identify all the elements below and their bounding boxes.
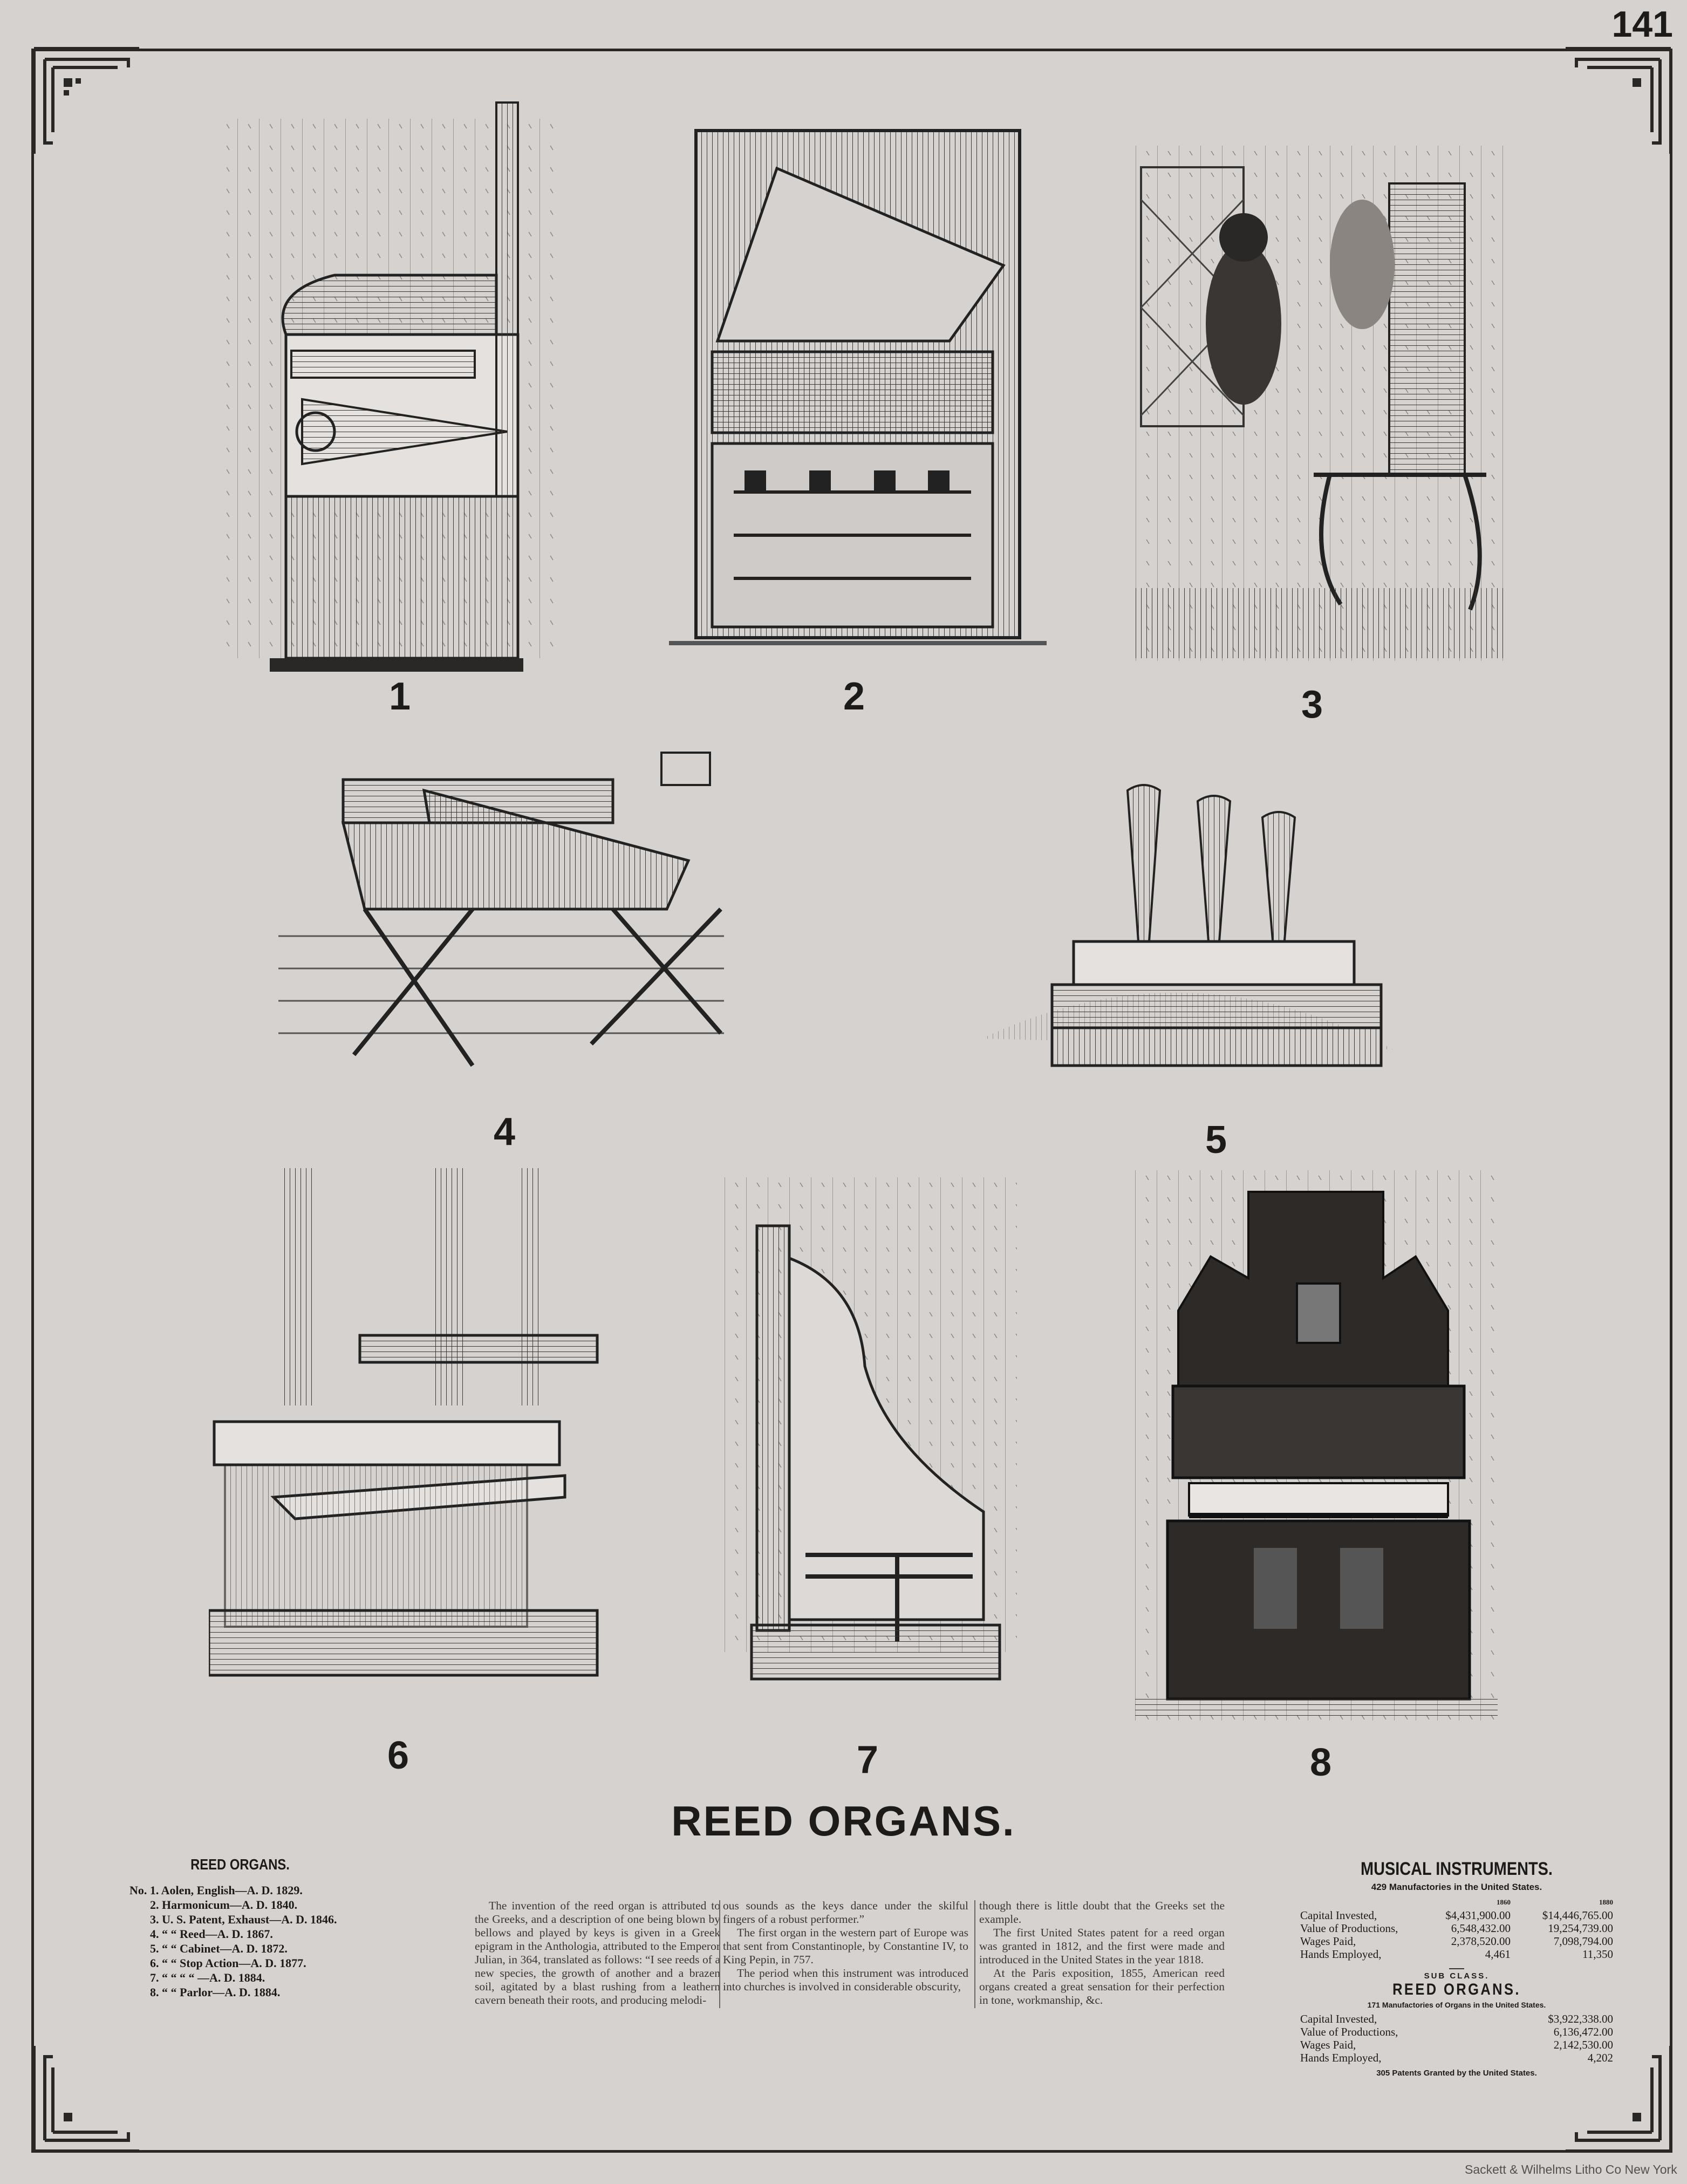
text-column-3: though there is little doubt that the Gr… [979, 1899, 1225, 2007]
legend-item: 8. “ “ Parlor—A. D. 1884. [150, 1985, 281, 1999]
paragraph: The first organ in the western part of E… [723, 1926, 968, 1966]
figure-number-1: 1 [388, 675, 411, 718]
sub-row: Value of Productions,6,136,472.00 [1300, 2025, 1613, 2038]
paragraph: The invention of the reed organ is attri… [475, 1899, 720, 2006]
sub-heading: REED ORGANS. [1392, 1981, 1521, 1998]
figure-number-8: 8 [1309, 1741, 1332, 1784]
page-number: 141 [1611, 4, 1673, 45]
corner-ornament-tl [32, 47, 139, 154]
legend-item: No. 1. Aolen, English—A. D. 1829. [129, 1883, 303, 1897]
text-column-2: ous sounds as the keys dance under the s… [723, 1899, 968, 1994]
figure-number-6: 6 [387, 1734, 409, 1777]
paragraph: The period when this instrument was intr… [723, 1967, 968, 1993]
figure-7-stop-action-1884 [725, 1177, 1017, 1692]
stats-row: Capital Invested,$4,431,900.00$14,446,76… [1300, 1909, 1613, 1922]
figure-number-7: 7 [856, 1738, 879, 1782]
legend-item: 4. “ “ Reed—A. D. 1867. [150, 1927, 273, 1941]
patents-note: 305 Patents Granted by the United States… [1376, 2069, 1537, 2078]
sub-class-label: SUB CLASS. [1424, 1971, 1490, 1981]
figure-number-5: 5 [1205, 1118, 1227, 1162]
corner-ornament-tr [1566, 47, 1672, 154]
paragraph: The first United States patent for a ree… [979, 1926, 1225, 1966]
legend-item: 6. “ “ Stop Action—A. D. 1877. [150, 1956, 306, 1970]
sub-row: Wages Paid,2,142,530.00 [1300, 2038, 1613, 2051]
sub-subheading: 171 Manufactories of Organs in the Unite… [1367, 2001, 1546, 2009]
stats-musical-instruments: MUSICAL INSTRUMENTS. 429 Manufactories i… [1300, 1859, 1613, 2078]
frame-bottom [32, 2150, 1672, 2153]
figure-1-aolen-english [216, 97, 572, 674]
legend-item: 3. U. S. Patent, Exhaust—A. D. 1846. [150, 1913, 337, 1926]
legend-item: 7. “ “ “ “ —A. D. 1884. [150, 1971, 265, 1984]
stats-heading: MUSICAL INSTRUMENTS. [1361, 1859, 1553, 1879]
year-header: 1880 [1599, 1898, 1613, 1906]
figure-3-exhaust-patent [1136, 146, 1505, 661]
figure-5-cabinet [982, 780, 1393, 1087]
legend-heading: REED ORGANS. [190, 1856, 290, 1873]
paragraph: though there is little doubt that the Gr… [979, 1899, 1225, 1926]
paragraph: ous sounds as the keys dance under the s… [723, 1899, 968, 1926]
frame-left [31, 49, 34, 2153]
year-header: 1860 [1497, 1898, 1511, 1906]
paragraph: At the Paris exposition, 1855, American … [979, 1967, 1225, 2006]
frame-top [32, 49, 1672, 51]
figure-2-harmonicum [669, 125, 1052, 656]
figure-number-4: 4 [493, 1110, 516, 1154]
sub-row: Capital Invested,$3,922,338.00 [1300, 2012, 1613, 2025]
frame-right [1670, 49, 1672, 2153]
figure-6-stop-action [207, 1163, 599, 1707]
figure-number-2: 2 [843, 675, 865, 718]
figure-4-reed [278, 731, 724, 1101]
legend-list: No. 1. Aolen, English—A. D. 1829. 2. Har… [129, 1883, 337, 1999]
legend-item: 2. Harmonicum—A. D. 1840. [150, 1898, 298, 1912]
column-divider [974, 1900, 975, 2008]
page-title: REED ORGANS. [671, 1797, 1016, 1845]
printer-credit: Sackett & Wilhelms Litho Co New York [1465, 2162, 1677, 2176]
text-column-1: The invention of the reed organ is attri… [475, 1899, 720, 2007]
column-divider [719, 1900, 720, 2008]
legend-item: 5. “ “ Cabinet—A. D. 1872. [150, 1942, 288, 1955]
corner-ornament-br [1566, 2046, 1672, 2153]
stats-subheading: 429 Manufactories in the United States. [1371, 1882, 1542, 1892]
sub-row: Hands Employed,4,202 [1300, 2051, 1613, 2064]
figure-number-3: 3 [1301, 683, 1323, 726]
figure-8-parlor [1135, 1170, 1498, 1721]
corner-ornament-bl [32, 2046, 139, 2153]
divider [1449, 1968, 1464, 1969]
